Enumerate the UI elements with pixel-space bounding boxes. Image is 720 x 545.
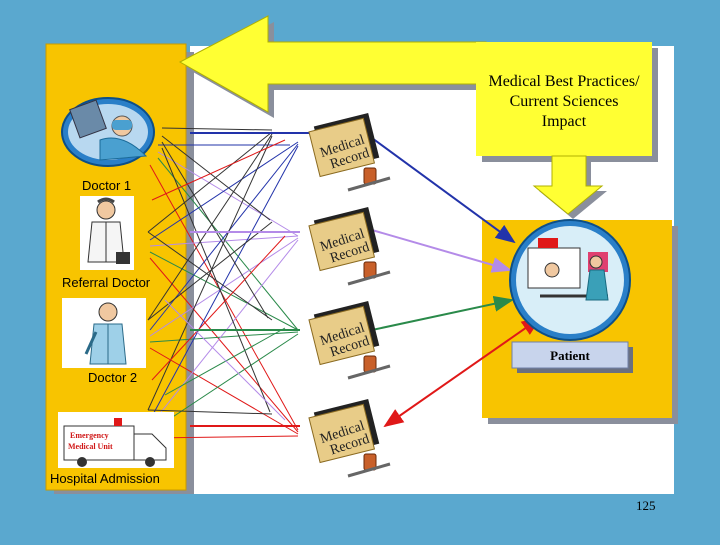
patient-icon [509, 219, 631, 341]
lavender-arrow [371, 229, 512, 273]
down-arrow [532, 155, 604, 215]
blue-arrow [371, 137, 516, 244]
crossing-lines [147, 127, 299, 439]
label-hospital-admission: Hospital Admission [50, 471, 160, 486]
callout-line-1: Medical Best Practices/ [488, 73, 640, 90]
medical-record-icon-3: Medical Record [308, 301, 391, 380]
patient-label-box [511, 341, 629, 369]
label-doctor-2: Doctor 2 [88, 370, 138, 385]
ambulance-text-1: Emergency [70, 431, 109, 440]
medical-record-icon-1: Medical Record [308, 113, 391, 192]
label-referral-doctor: Referral Doctor [62, 275, 151, 290]
patient-label: Patient [550, 348, 590, 363]
callout-box [476, 42, 652, 156]
medical-record-icon-4: Medical Record [308, 399, 391, 478]
callout-line-3: Impact [541, 113, 587, 130]
callout-text: Medical Best Practices/ Current Sciences… [476, 72, 652, 132]
ambulance-icon: Emergency Medical Unit [58, 412, 174, 468]
callout-line-2: Current Sciences [509, 93, 619, 110]
surgeon-icon [61, 97, 155, 167]
ambulance-text-2: Medical Unit [68, 442, 113, 451]
red-arrow [383, 316, 542, 428]
page-number: 125 [636, 498, 656, 513]
label-doctor-1: Doctor 1 [82, 178, 132, 193]
medical-record-icon-2: Medical Record [308, 207, 391, 286]
referral-doctor-icon [80, 196, 134, 270]
doctor-2-icon [62, 298, 146, 368]
